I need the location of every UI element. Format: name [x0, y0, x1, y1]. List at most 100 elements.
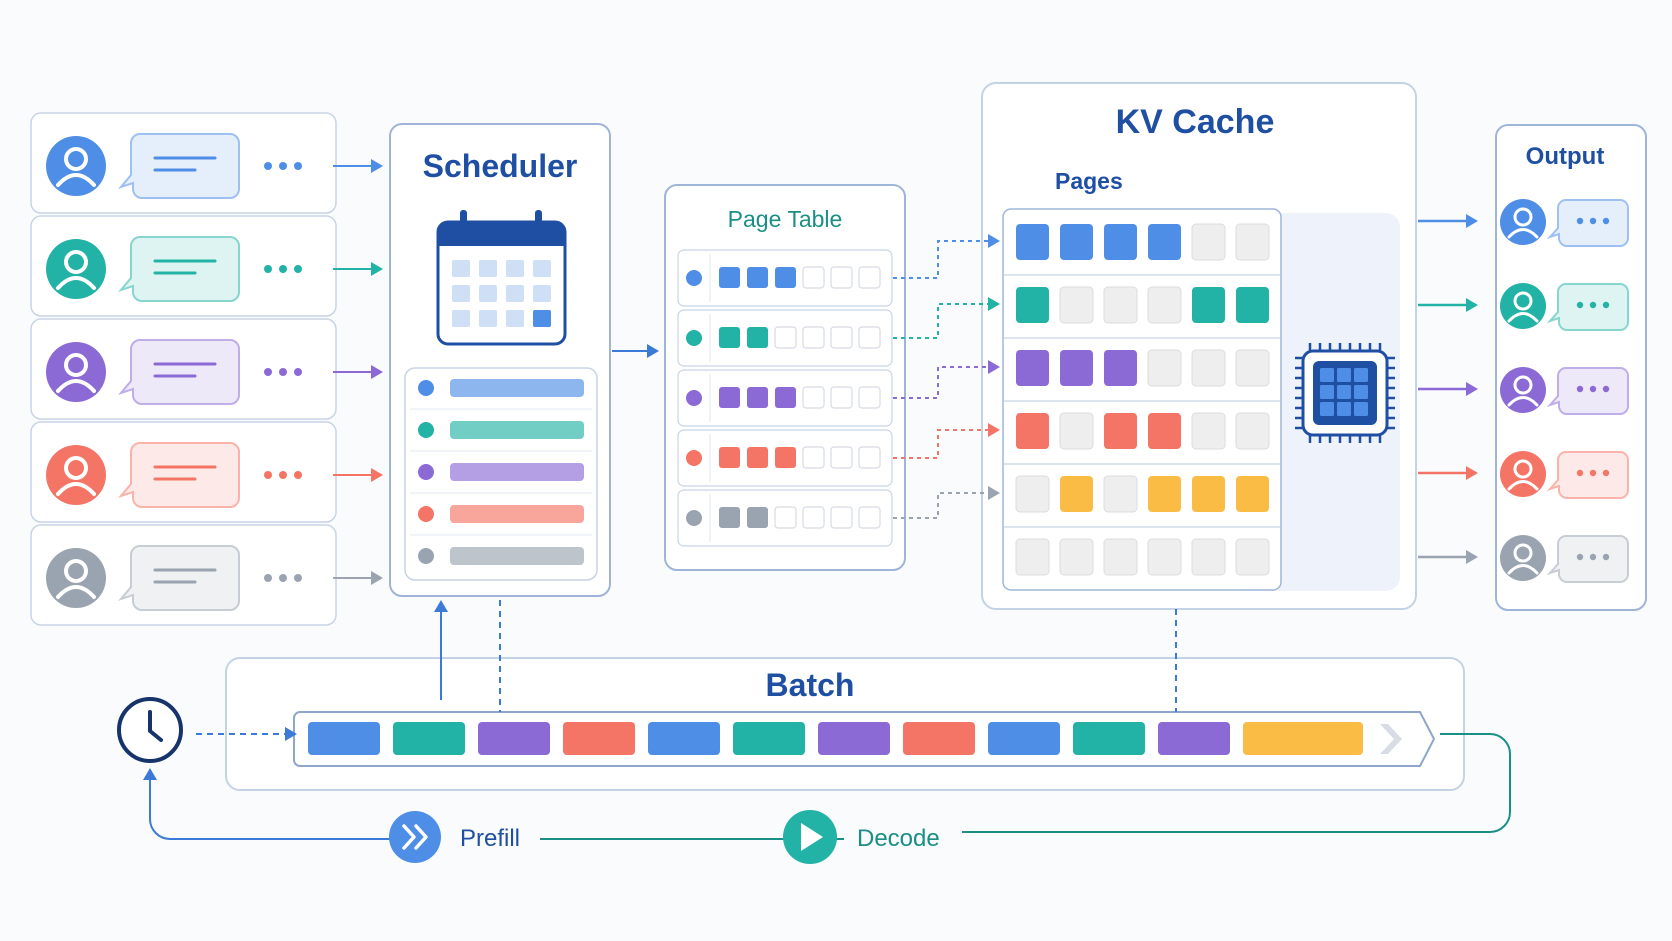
fast-forward-icon	[389, 811, 441, 863]
kv-page-filled	[1104, 350, 1137, 386]
kv-page-empty	[1191, 349, 1226, 387]
page-slot-empty	[830, 446, 853, 469]
page-mapping-link	[893, 366, 988, 399]
output-title: Output	[1525, 143, 1605, 170]
ellipsis-icon	[264, 368, 272, 376]
queue-item-bar	[450, 505, 584, 523]
batch-token	[648, 722, 720, 755]
page-table-dot	[686, 330, 702, 346]
queue-item-bar	[450, 463, 584, 481]
ellipsis-icon	[264, 265, 272, 273]
kv-page-empty	[1059, 286, 1094, 324]
ellipsis-icon	[264, 574, 272, 582]
kv-page-empty	[1147, 538, 1182, 576]
kv-page-filled	[1060, 476, 1093, 512]
chevron-right-icon	[1380, 724, 1402, 754]
arrow-head	[1466, 298, 1478, 312]
kv-page-empty	[1235, 538, 1270, 576]
chat-bubble-icon	[117, 442, 240, 508]
batch-token	[903, 722, 975, 755]
queue-item-dot	[418, 506, 434, 522]
page-table-dot	[686, 390, 702, 406]
page-slot-empty	[802, 326, 825, 349]
queue-item-bar	[450, 547, 584, 565]
chat-bubble-icon	[1546, 283, 1629, 331]
kv-cache-title: KV Cache	[1115, 103, 1275, 141]
ellipsis-icon	[279, 471, 287, 479]
queue-item-dot	[418, 464, 434, 480]
kv-page-empty	[1191, 223, 1226, 261]
ellipsis-icon	[294, 574, 302, 582]
arrow-head	[371, 571, 383, 585]
ellipsis-icon	[294, 471, 302, 479]
kv-page-empty	[1103, 286, 1138, 324]
arrow-head	[371, 159, 383, 173]
kv-page-filled	[1104, 224, 1137, 260]
kv-page-filled	[1016, 350, 1049, 386]
page-slot-empty	[802, 386, 825, 409]
arrow-head	[647, 344, 659, 358]
page-slot-empty	[830, 266, 853, 289]
page-slot-filled	[747, 387, 768, 408]
page-slot-filled	[719, 447, 740, 468]
arrow-head	[988, 234, 1000, 248]
page-slot-empty	[774, 506, 797, 529]
page-slot-empty	[774, 326, 797, 349]
batch-token	[1243, 722, 1363, 755]
arrow-head	[434, 600, 448, 612]
page-table-title: Page Table	[727, 206, 843, 232]
page-table-dot	[686, 270, 702, 286]
queue-item-dot	[418, 548, 434, 564]
page-slot-empty	[802, 446, 825, 469]
decode-label: Decode	[857, 825, 940, 852]
batch-token	[1073, 722, 1145, 755]
play-icon	[783, 810, 837, 864]
page-slot-empty	[858, 506, 881, 529]
page-slot-empty	[858, 266, 881, 289]
arrow-head	[988, 360, 1000, 374]
page-mapping-link	[893, 429, 988, 459]
arrow-head	[1466, 466, 1478, 480]
queue-item-bar	[450, 379, 584, 397]
page-slot-filled	[775, 387, 796, 408]
user-avatar-icon	[46, 445, 106, 505]
page-slot-filled	[719, 507, 740, 528]
page-mapping-link	[893, 303, 988, 339]
kv-page-empty	[1235, 412, 1270, 450]
chat-bubble-icon	[117, 133, 240, 199]
ellipsis-icon	[279, 162, 287, 170]
kv-page-empty	[1015, 475, 1050, 513]
loop-line	[962, 733, 1511, 833]
page-slot-filled	[747, 447, 768, 468]
page-slot-empty	[830, 386, 853, 409]
page-table-dot	[686, 510, 702, 526]
arrow-head	[1466, 382, 1478, 396]
ellipsis-icon	[279, 265, 287, 273]
kv-page-empty	[1103, 538, 1138, 576]
page-slot-filled	[719, 267, 740, 288]
arrow-head	[988, 486, 1000, 500]
loop-line	[149, 774, 390, 840]
batch-token	[733, 722, 805, 755]
ellipsis-icon	[294, 368, 302, 376]
calendar-icon	[436, 210, 567, 346]
page-mapping-link	[893, 492, 988, 519]
scheduler-title: Scheduler	[422, 148, 578, 184]
kv-page-filled	[1236, 287, 1269, 323]
arrow-head	[371, 365, 383, 379]
prefill-label: Prefill	[460, 825, 521, 852]
page-slot-empty	[802, 266, 825, 289]
batch-token	[308, 722, 380, 755]
page-slot-filled	[747, 327, 768, 348]
page-slot-filled	[775, 447, 796, 468]
kv-page-empty	[1015, 538, 1050, 576]
kv-page-empty	[1059, 412, 1094, 450]
arrow-head	[143, 768, 157, 780]
kv-page-empty	[1235, 349, 1270, 387]
chat-bubble-icon	[1546, 535, 1629, 583]
kv-page-filled	[1148, 413, 1181, 449]
user-avatar-icon	[46, 548, 106, 608]
chat-bubble-icon	[117, 339, 240, 405]
batch-token	[988, 722, 1060, 755]
